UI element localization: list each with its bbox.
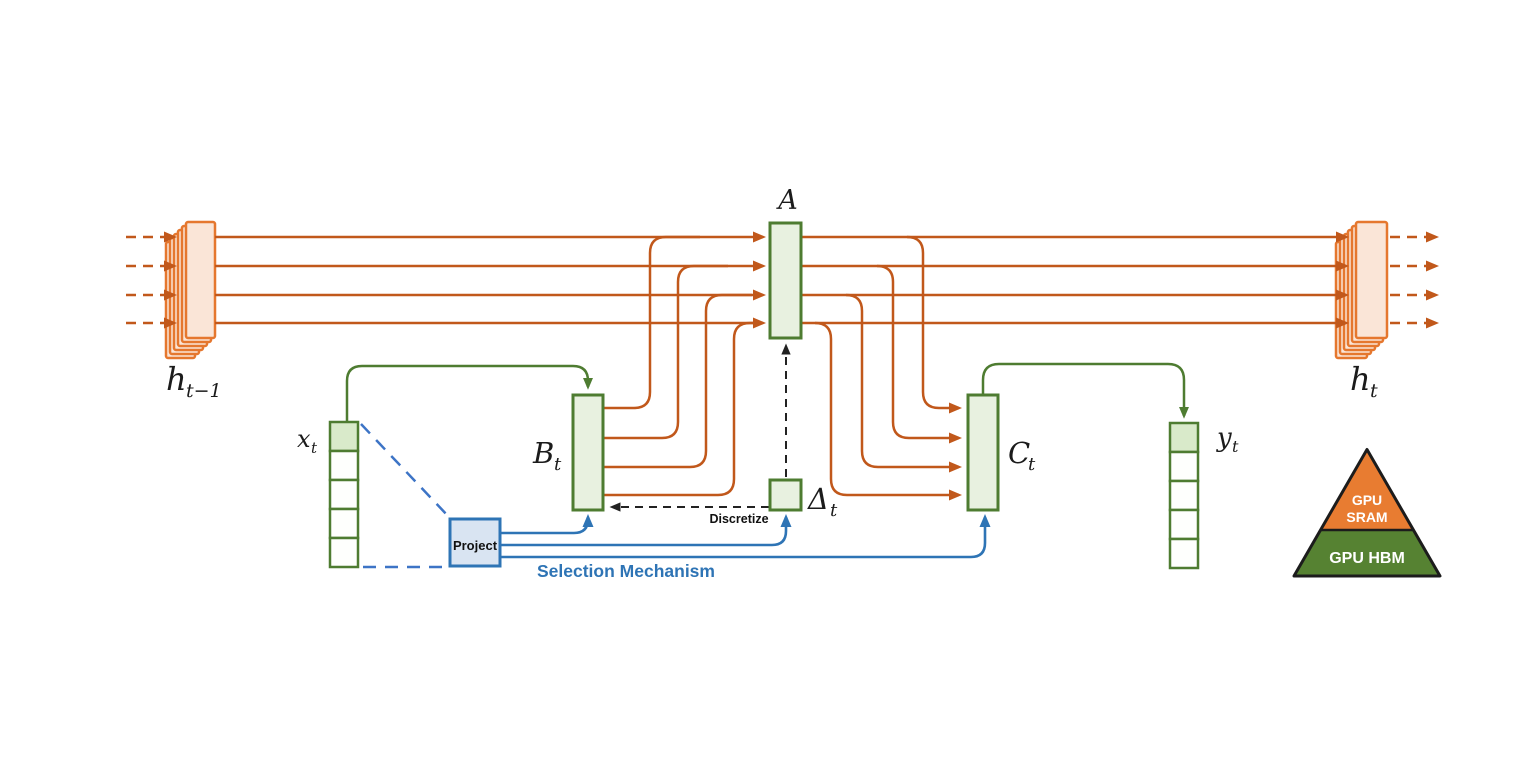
label-x: x (297, 425, 311, 453)
label-c-sub: t (1028, 454, 1036, 475)
vector-cell (1168, 450, 1200, 483)
gpu-sram-label-line1: GPU (1352, 492, 1382, 508)
vector-cell (1168, 479, 1200, 512)
vector-cell (328, 420, 360, 453)
label-b: B (532, 436, 554, 470)
x-to-b-curve (345, 364, 593, 421)
vector-cell (1168, 537, 1200, 570)
label-c: C (1008, 436, 1030, 470)
hidden-state-prev-stack (164, 220, 217, 360)
matrix-b-box (571, 393, 605, 512)
vector-cell (328, 507, 360, 540)
matrix-c-box (966, 393, 1000, 512)
label-x-sub: t (311, 439, 318, 457)
pyramid-hbm-region (1294, 530, 1440, 576)
vector-cell (328, 449, 360, 482)
project-to-b-line (500, 514, 594, 535)
vector-cell (328, 536, 360, 569)
project-to-delta-line (500, 514, 792, 547)
label-delta-sub: t (830, 500, 838, 521)
output-vector-y (1168, 421, 1200, 570)
c-branch-2 (876, 264, 962, 444)
selection-mechanism-lines (360, 423, 991, 569)
selection-mechanism-label: Selection Mechanism (537, 561, 715, 581)
label-a: A (775, 185, 798, 216)
input-vector-x (328, 420, 360, 569)
label-y: y (1216, 423, 1232, 453)
stack-layer-front (1354, 220, 1389, 340)
b-merge-4 (603, 321, 758, 497)
vector-cell (328, 478, 360, 511)
label-h-prev-sub: t−1 (186, 380, 222, 402)
c-branch-curves (814, 235, 962, 501)
c-branch-4 (814, 321, 962, 501)
gpu-memory-pyramid: GPU SRAM GPU HBM (1292, 448, 1442, 578)
label-h-next: h (1350, 360, 1371, 398)
pyramid-sram-region (1320, 449, 1414, 530)
stack-layer-front (184, 220, 217, 340)
b-merge-3 (603, 293, 752, 469)
label-y-sub: t (1232, 437, 1239, 456)
c-to-y-curve (981, 362, 1189, 419)
vector-cell (1168, 508, 1200, 541)
c-branch-1 (906, 235, 962, 414)
project-to-c-line (500, 514, 991, 559)
b-merge-2 (603, 264, 728, 440)
discretize-label: Discretize (709, 512, 768, 526)
x-to-project-diagonal-dashed (360, 423, 450, 518)
matrix-a-box (768, 221, 803, 340)
label-h-prev: h (166, 360, 187, 398)
gpu-sram-label-line2: SRAM (1346, 509, 1387, 525)
b-merge-1 (603, 235, 700, 410)
label-h-next-sub: t (1370, 380, 1378, 402)
delta-box (768, 478, 803, 512)
vector-cell (1168, 421, 1200, 454)
label-b-sub: t (554, 454, 562, 475)
hidden-state-next-stack (1334, 220, 1389, 360)
c-branch-3 (845, 293, 962, 473)
label-delta: Δ (807, 482, 829, 516)
gpu-hbm-label: GPU HBM (1329, 550, 1405, 567)
pyramid-outline (1292, 448, 1442, 578)
project-label: Project (453, 538, 498, 553)
node-labels: h t−1 h t x t y t A B t C t Δ t (166, 185, 1378, 521)
b-merge-curves (603, 235, 758, 497)
project-box (448, 517, 502, 568)
